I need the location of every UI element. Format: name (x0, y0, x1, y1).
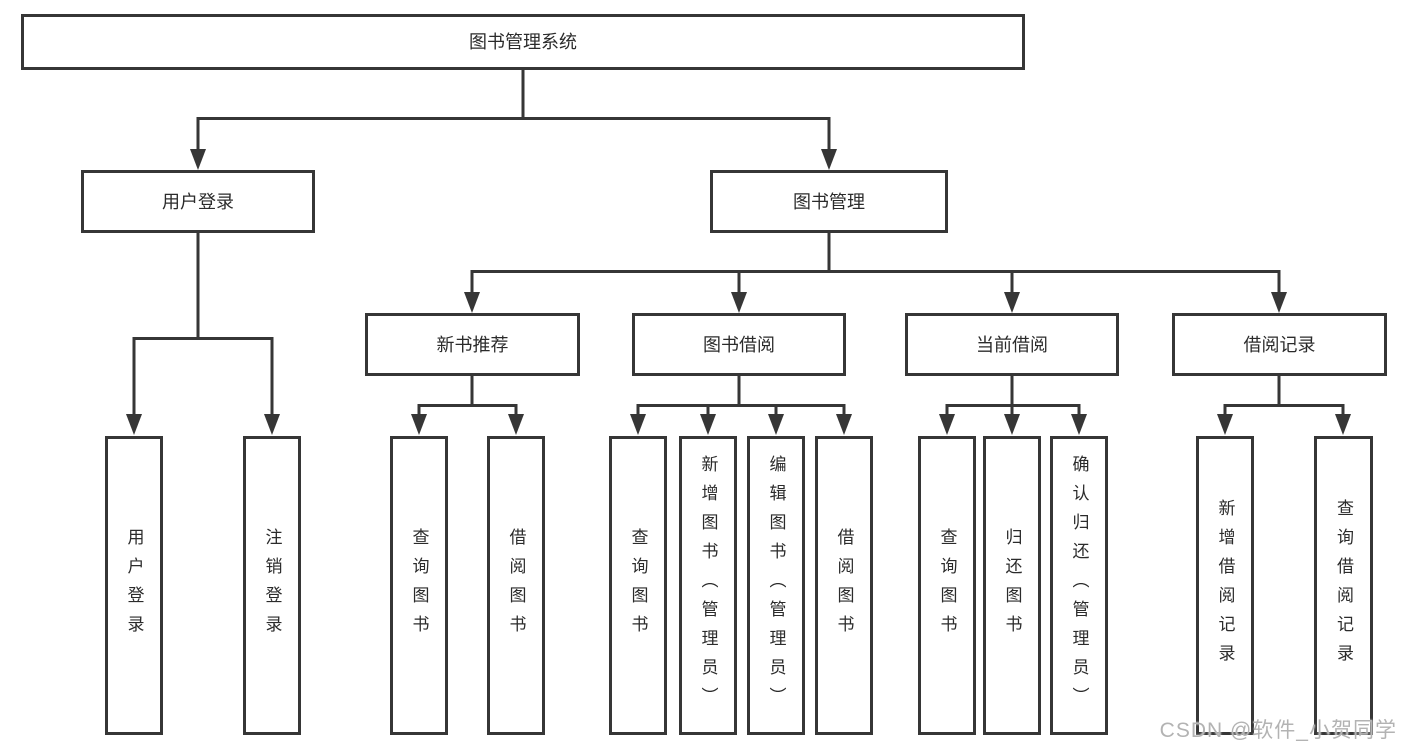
watermark: CSDN @软件_小贺同学 (1159, 719, 1397, 742)
node-leaf-logout: 注销登录 (243, 436, 301, 735)
node-library-management-system: 图书管理系统 (21, 14, 1025, 70)
node-borrow-records: 借阅记录 (1172, 313, 1387, 376)
node-user-login: 用户登录 (81, 170, 315, 233)
connector-book-management-split (470, 233, 1281, 294)
node-bb-borrow-books: 借阅图书 (815, 436, 873, 735)
connector-new-book-split (417, 376, 518, 416)
node-new-book-recommend: 新书推荐 (365, 313, 580, 376)
node-br-query-record: 查询借阅记录 (1314, 436, 1373, 735)
node-bb-add-books-admin: 新增图书（管理员） (679, 436, 737, 735)
connector-current-borrow-split (945, 376, 1081, 416)
connector-root-split (196, 70, 831, 151)
node-cb-confirm-return-admin: 确认归还（管理员） (1050, 436, 1108, 735)
node-current-borrow: 当前借阅 (905, 313, 1119, 376)
connector-user-login-split (132, 233, 274, 416)
node-rec-borrow-books: 借阅图书 (487, 436, 545, 735)
node-cb-query-books: 查询图书 (918, 436, 976, 735)
node-book-management: 图书管理 (710, 170, 948, 233)
node-bb-edit-books-admin: 编辑图书（管理员） (747, 436, 805, 735)
arrowheads (126, 149, 1351, 435)
connector-borrow-record-split (1223, 376, 1345, 416)
node-leaf-user-login: 用户登录 (105, 436, 163, 735)
node-br-add-record: 新增借阅记录 (1196, 436, 1254, 735)
node-rec-query-books: 查询图书 (390, 436, 448, 735)
node-book-borrow: 图书借阅 (632, 313, 846, 376)
node-bb-query-books: 查询图书 (609, 436, 667, 735)
connector-book-borrow-split (636, 376, 846, 416)
node-cb-return-books: 归还图书 (983, 436, 1041, 735)
